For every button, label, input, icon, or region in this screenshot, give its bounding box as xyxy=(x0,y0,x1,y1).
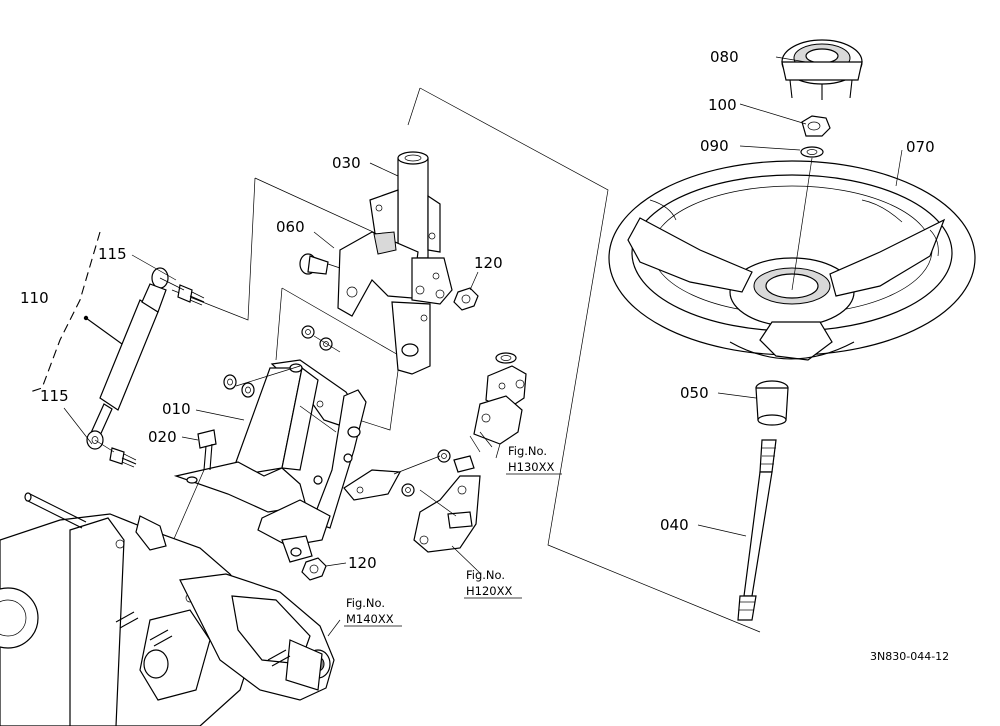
bracket-010 xyxy=(173,325,367,563)
leader-lines xyxy=(63,56,903,637)
part-label-115-upper: 115 xyxy=(98,245,127,263)
steering-shaft-040 xyxy=(737,439,777,621)
nut-100 xyxy=(801,115,831,137)
part-label-030: 030 xyxy=(332,154,361,172)
figure-ref-m140-line2: M140XX xyxy=(346,612,394,626)
universal-joint xyxy=(469,352,527,459)
part-label-115-lower: 115 xyxy=(40,387,69,405)
part-label-100: 100 xyxy=(708,96,737,114)
figure-ref-h130-line1: Fig.No. xyxy=(508,444,547,458)
part-label-070: 070 xyxy=(906,138,935,156)
nut-120-lower xyxy=(301,557,327,581)
washer-090 xyxy=(800,146,824,158)
tilt-lever xyxy=(343,449,481,553)
figure-ref-h120-line2: H120XX xyxy=(466,584,512,598)
part-label-020: 020 xyxy=(148,428,177,446)
part-label-040: 040 xyxy=(660,516,689,534)
horn-cap-080 xyxy=(781,39,863,100)
figure-ref-h130: Fig.No. H130XX xyxy=(506,444,562,475)
part-label-120-upper: 120 xyxy=(474,254,503,272)
bolt-115-lower xyxy=(109,447,137,468)
bolt-115-upper xyxy=(177,284,205,306)
part-label-010: 010 xyxy=(162,400,191,418)
nut-120-upper xyxy=(453,287,479,311)
part-label-050: 050 xyxy=(680,384,709,402)
bolt-020 xyxy=(169,429,217,549)
part-label-110: 110 xyxy=(20,289,49,307)
figure-ref-h120: Fig.No. H120XX xyxy=(464,568,522,599)
figure-ref-h130-line2: H130XX xyxy=(508,460,554,474)
bushing-050 xyxy=(755,380,789,426)
gas-spring-110 xyxy=(29,231,205,468)
part-label-080: 080 xyxy=(710,48,739,66)
frame-body xyxy=(0,492,335,726)
figure-ref-m140-line1: Fig.No. xyxy=(346,596,385,610)
bolt-060 xyxy=(299,253,341,275)
part-label-120-lower: 120 xyxy=(348,554,377,572)
part-label-090: 090 xyxy=(700,137,729,155)
steering-column-030 xyxy=(337,151,453,375)
figure-ref-m140: Fig.No. M140XX xyxy=(344,596,402,627)
group-outline-column xyxy=(171,87,761,633)
part-label-060: 060 xyxy=(276,218,305,236)
steering-wheel-070 xyxy=(608,160,976,361)
part-labels: 080 100 090 070 050 040 030 060 120 115 … xyxy=(20,48,935,572)
drawing-code: 3N830-044-12 xyxy=(870,650,949,663)
frame-studs xyxy=(115,611,291,667)
figure-ref-h120-line1: Fig.No. xyxy=(466,568,505,582)
